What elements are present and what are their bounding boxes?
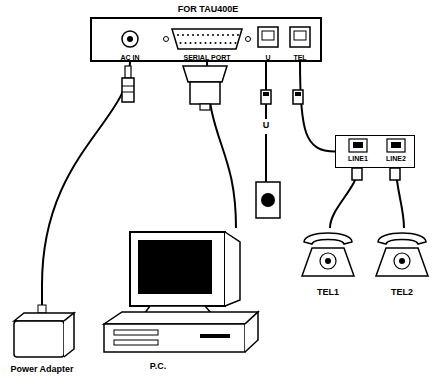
power-adapter: Power Adapter [2,285,82,377]
part-label: TEL1 [317,288,339,297]
part-label: P.C. [150,362,166,371]
pc: P.C. [100,228,260,378]
dc-plug-pin [125,66,131,78]
db25-strain-relief [200,104,210,110]
cable [42,62,130,285]
rj-plug [293,90,303,104]
port-label: AC IN [120,54,139,61]
wall-socket [256,182,280,218]
wall-socket-hole [261,193,275,207]
dc-plug-grip [122,86,134,87]
port-label: LINE1 [348,155,368,162]
port-label: TEL [293,54,306,61]
db25-hood [190,82,220,104]
power-adapter-drawing [2,285,82,377]
line-splitter-drawing [336,136,416,169]
part-label: Power Adapter [10,365,73,374]
device-title: FOR TAU400E [178,5,238,14]
line-splitter: LINE1 LINE2 [335,135,415,168]
cable [300,62,335,152]
part-label: TEL2 [391,288,413,297]
port-label: U [265,54,270,61]
port-label: SERIAL PORT [184,54,231,61]
cable-label: U [262,121,271,130]
device-box: FOR TAU400EAC INSERIAL PORTUTEL [90,17,322,62]
u-cable [265,134,267,182]
rj-plug [261,90,271,104]
dc-plug-grip [122,92,134,93]
rj-plug [352,168,362,180]
telephone: TEL1 [298,228,362,300]
port-label: LINE2 [386,155,406,162]
db25-plug [183,66,227,82]
telephone: TEL2 [372,228,436,300]
dc-plug [122,78,134,102]
rj-plug [390,168,400,180]
pc-drawing [100,228,260,378]
rj-plug-latch [295,92,301,96]
rj-plug-latch [263,92,269,96]
